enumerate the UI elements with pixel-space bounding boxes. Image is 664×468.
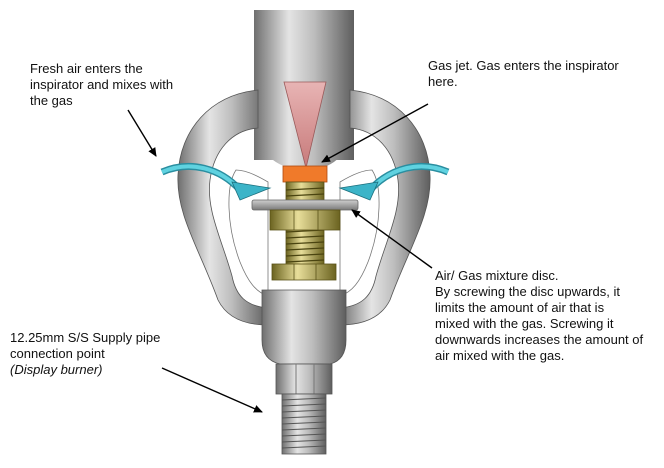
air-flow-arrows [160, 162, 450, 201]
lower-body [261, 289, 347, 395]
label-mixture-disc: Air/ Gas mixture disc. By screwing the d… [435, 268, 644, 363]
gas-jet-cone [283, 81, 327, 169]
pointer-arrows [127, 103, 433, 413]
label-fresh-air: Fresh air enters the inspirator and mixe… [30, 61, 174, 108]
label-gas-jet: Gas jet. Gas enters the inspirator here. [428, 58, 619, 89]
lower-nut [271, 263, 337, 281]
gas-jet-nozzle [282, 165, 328, 183]
upper-nut [269, 209, 341, 231]
label-display-burner: (Display burner) [10, 362, 103, 377]
pointer-gas-jet [321, 103, 429, 163]
pointer-mixture-disc [351, 209, 433, 269]
mixture-disc [251, 199, 359, 211]
pointer-supply-pipe [161, 367, 263, 413]
supply-pipe-thread [281, 393, 327, 455]
label-supply-pipe: 12.25mm S/S Supply pipe connection point… [10, 330, 161, 377]
pointer-fresh-air [127, 109, 157, 157]
